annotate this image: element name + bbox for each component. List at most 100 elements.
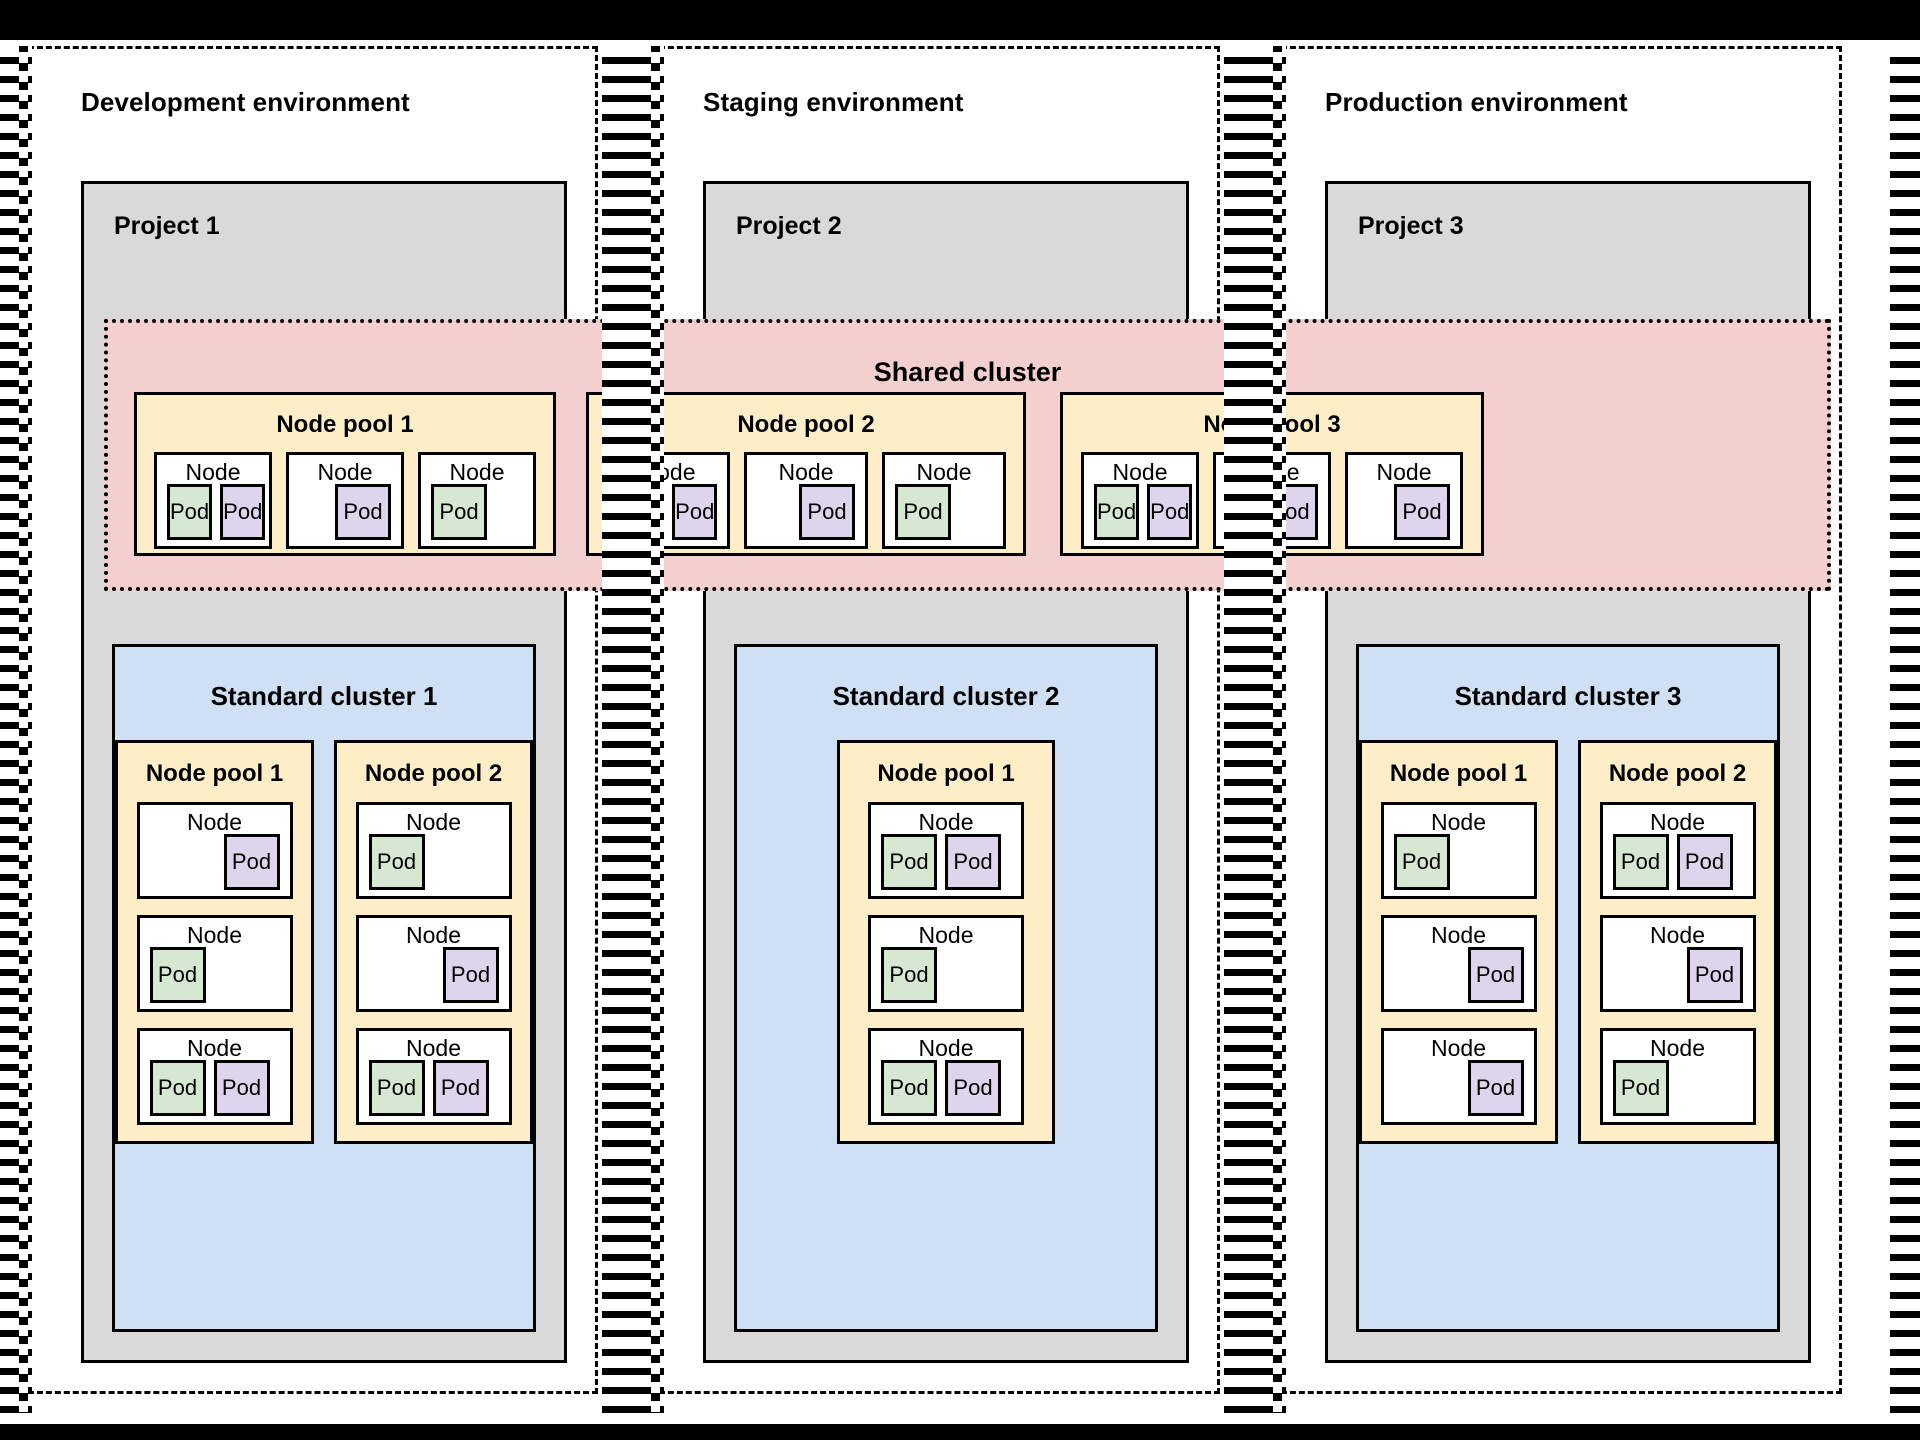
pod: Pod [881, 834, 937, 890]
torn-bars [1890, 0, 1920, 1440]
pod: Pod [945, 834, 1001, 890]
project-title: Project 2 [736, 212, 842, 240]
node-label: Node [918, 809, 974, 835]
node-label: Node [1431, 1035, 1486, 1061]
torn-nibs [651, 0, 660, 1440]
pod: Pod [223, 834, 280, 890]
node-label: Node [406, 922, 461, 948]
pod: Pod [1676, 834, 1733, 890]
node-label: Node [1431, 809, 1486, 835]
pod: Pod [799, 484, 855, 540]
pod-group: Pod [359, 947, 509, 1013]
pod: Pod [213, 1060, 270, 1116]
project-title: Project 3 [1358, 212, 1464, 240]
pod: Pod [431, 484, 487, 540]
environment-production: Production environment Project 3 Standar… [1272, 46, 1842, 1394]
environment-title: Staging environment [703, 87, 964, 117]
pod: Pod [149, 1060, 206, 1116]
node-label: Node [406, 809, 461, 835]
node-label: Node [1376, 459, 1432, 485]
pod-group: Pod [1603, 947, 1753, 1013]
node-label: Node [1650, 1035, 1705, 1061]
node-pool-label: Node pool 1 [276, 411, 414, 438]
node-label: Node [1650, 922, 1705, 948]
node-pool-label: Node pool 1 [145, 760, 284, 787]
pod: Pod [335, 484, 391, 540]
pod: Pod [895, 484, 951, 540]
node-label: Node [187, 1035, 242, 1061]
environment-development: Development environment Project 1 Standa… [28, 46, 598, 1394]
pod: Pod [442, 947, 499, 1003]
pod: Pod [881, 947, 937, 1003]
node-label: Node [406, 1035, 461, 1061]
pod: Pod [1612, 834, 1669, 890]
pod: Pod [945, 1060, 1001, 1116]
pod: Pod [1467, 1060, 1524, 1116]
node-pool-label: Node pool 2 [364, 760, 503, 787]
bottom-band [0, 1424, 1920, 1440]
node-pool-label: Node pool 1 [1389, 760, 1528, 787]
torn-nibs [19, 0, 28, 1440]
pod-group: Pod [1348, 484, 1460, 550]
pod-group: Pod [1384, 947, 1534, 1013]
node-label: Node [916, 459, 972, 485]
torn-edge-left [0, 0, 32, 1440]
node-pool-label: Node pool 1 [877, 760, 1015, 787]
shared-cluster-title: Shared cluster [873, 357, 1062, 387]
pod: Pod [1612, 1060, 1669, 1116]
environment-title: Development environment [81, 87, 410, 117]
node-label: Node [1112, 459, 1168, 485]
torn-nibs [1273, 0, 1282, 1440]
pod: Pod [1394, 484, 1450, 540]
pod: Pod [432, 1060, 489, 1116]
pod: Pod [881, 1060, 937, 1116]
environment-staging: Staging environment Project 2 Standard c… [650, 46, 1220, 1394]
standard-cluster-label: Standard cluster 3 [1454, 681, 1682, 711]
pod-group: Pod [1603, 1060, 1753, 1126]
pod: Pod [368, 834, 425, 890]
pod: Pod [1147, 484, 1193, 540]
pod: Pod [672, 484, 718, 540]
pod-group: Pod [747, 484, 865, 550]
standard-cluster-label: Standard cluster 1 [210, 681, 438, 711]
node-label: Node [449, 459, 505, 485]
pod: Pod [1467, 947, 1524, 1003]
project-title: Project 1 [114, 212, 220, 240]
